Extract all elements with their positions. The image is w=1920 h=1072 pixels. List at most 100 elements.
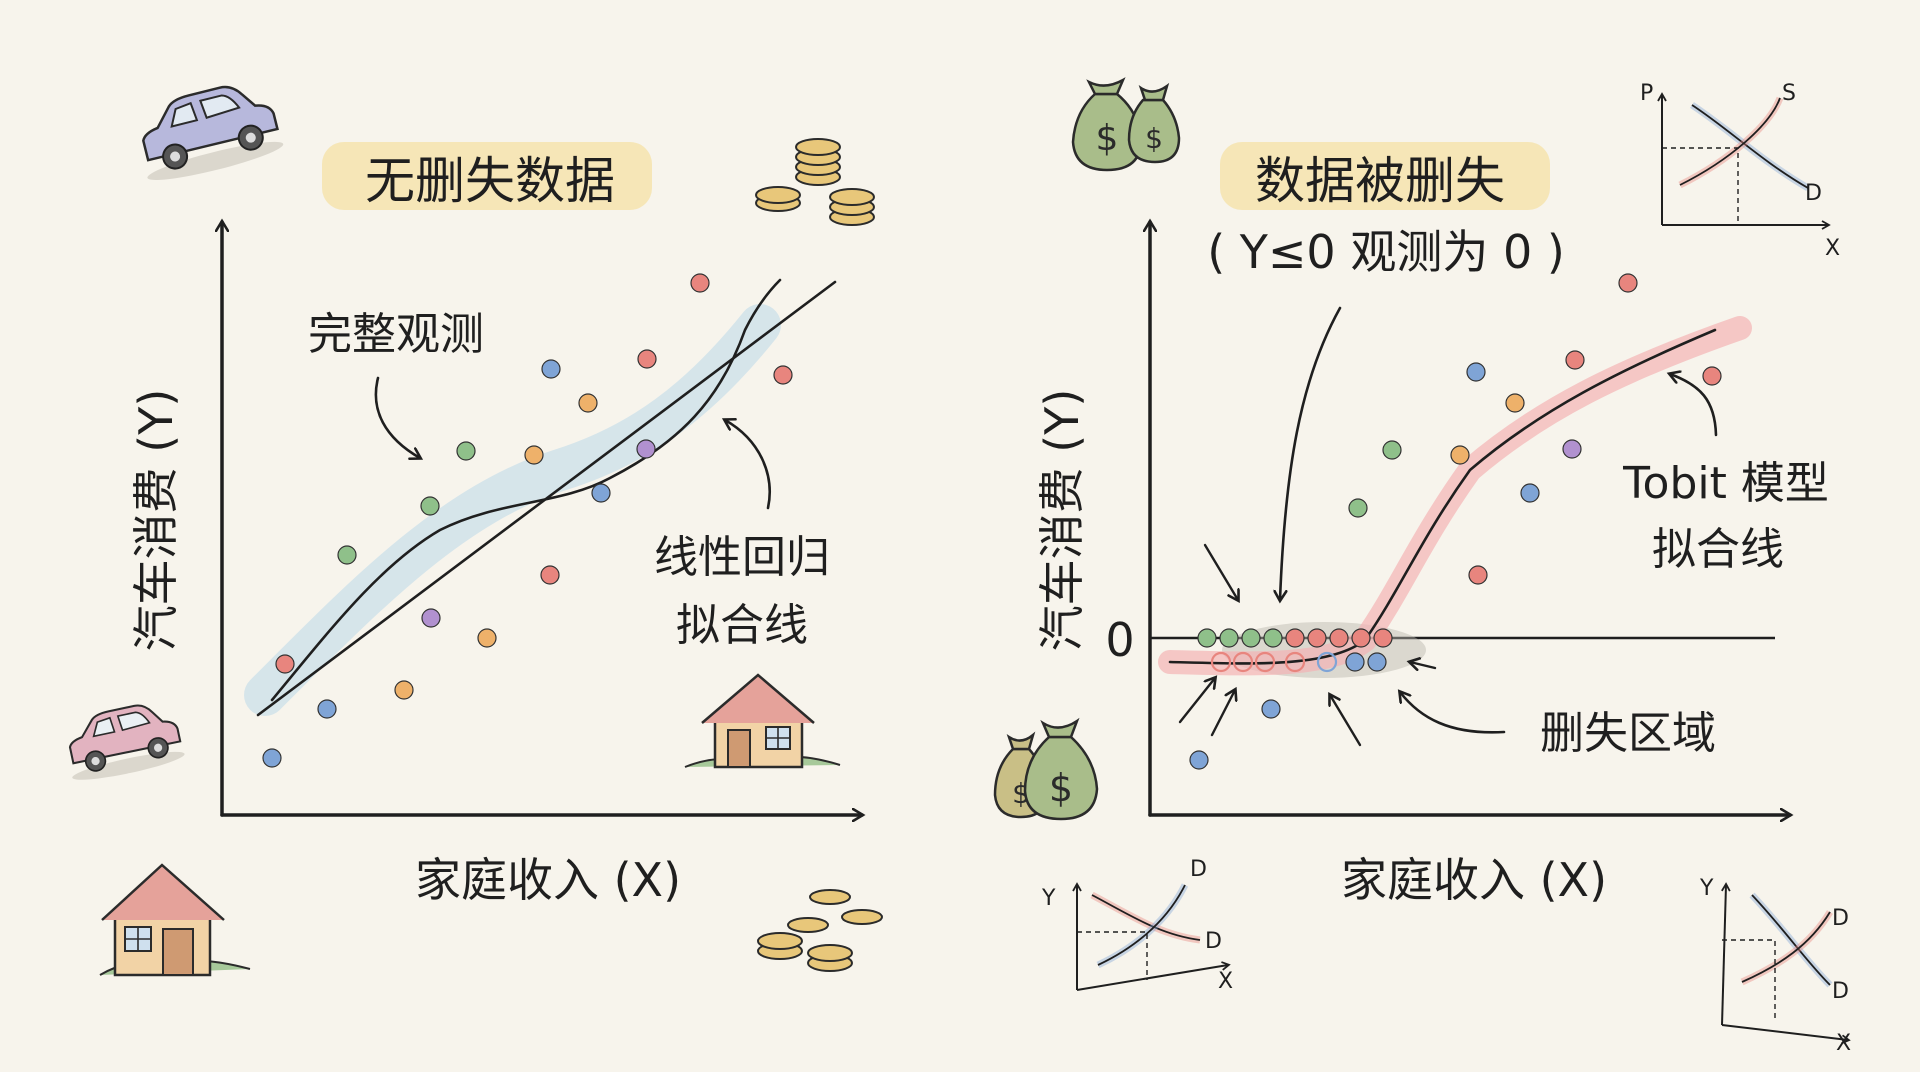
left-y-label: 汽车消费 (Y) <box>129 389 183 652</box>
censored-point <box>1232 651 1254 673</box>
right-subtitle: ( Y≤0 观测为 0 ) <box>1207 225 1565 279</box>
svg-text:$: $ <box>1145 122 1163 155</box>
mini-curve <box>1691 104 1809 189</box>
censored-point <box>1316 651 1338 673</box>
mini-top-right-d: D <box>1805 181 1822 206</box>
left-point <box>541 359 561 379</box>
right-point <box>1348 498 1368 518</box>
money-bag-icon: $ $ <box>993 717 1099 821</box>
censored-point <box>1197 628 1217 648</box>
mini-axis <box>1721 882 1731 1026</box>
left-point <box>275 654 295 674</box>
left-point <box>540 565 560 585</box>
right-title: 数据被删失 <box>1255 152 1505 210</box>
right-panel: 数据被删失 ( Y≤0 观测为 0 ) 0 汽车消费 (Y) 家庭收入 (X) <box>1035 142 1829 907</box>
left-title: 无删失数据 <box>365 152 615 210</box>
right-point <box>1505 393 1525 413</box>
left-point <box>773 365 793 385</box>
right-point <box>1565 350 1585 370</box>
house-icon <box>99 863 251 977</box>
censored-point <box>1351 628 1371 648</box>
arrow-censored <box>1203 543 1238 600</box>
mini-axis <box>1076 961 1231 991</box>
mini-bottom-left-y: Y <box>1041 886 1056 911</box>
mini-guide <box>1077 931 1148 980</box>
mini-bottom-right-d1: D <box>1832 906 1849 931</box>
left-point <box>394 680 414 700</box>
left-point <box>420 496 440 516</box>
arrow-censored <box>1210 690 1235 737</box>
mini-bottom-right-y: Y <box>1699 876 1714 901</box>
censored-point <box>1329 628 1349 648</box>
mini-chart-bottom-right: Y X D D <box>1699 876 1851 1056</box>
censored-point <box>1307 628 1327 648</box>
svg-text:$: $ <box>1049 766 1073 810</box>
right-scatter-points <box>1189 273 1722 770</box>
annotation-censored-region: 删失区域 <box>1540 708 1716 759</box>
left-point <box>337 545 357 565</box>
coin-stack-icon <box>755 138 875 226</box>
mini-curve <box>1751 894 1831 986</box>
arrow-censored-region <box>1400 692 1506 734</box>
right-point <box>1618 273 1638 293</box>
mini-guide <box>1662 147 1739 225</box>
left-title-highlight <box>322 142 652 210</box>
censored-point <box>1284 651 1306 673</box>
mini-curve <box>1091 894 1201 941</box>
car-icon <box>142 85 284 180</box>
left-point <box>421 608 441 628</box>
annotation-fit-line1: 线性回归 <box>654 532 830 583</box>
censored-point <box>1254 651 1276 673</box>
right-point <box>1382 440 1402 460</box>
left-scatter-points <box>262 273 793 768</box>
left-point <box>477 628 497 648</box>
annotation-tobit-line1: Tobit 模型 <box>1622 458 1829 509</box>
annotation-complete-observations: 完整观测 <box>308 309 484 360</box>
left-point <box>578 393 598 413</box>
right-point <box>1466 362 1486 382</box>
left-panel: 无删失数据 汽车消费 (Y) 家庭收入 (X) <box>129 142 862 907</box>
censored-point <box>1210 651 1232 673</box>
right-y-label: 汽车消费 (Y) <box>1035 389 1089 652</box>
right-point <box>1468 565 1488 585</box>
left-point <box>637 349 657 369</box>
arrow-fit-line <box>725 420 771 510</box>
right-point <box>1189 750 1209 770</box>
left-point <box>591 483 611 503</box>
mini-curve <box>1741 911 1831 983</box>
arrow-censored <box>1178 678 1215 724</box>
mini-axis <box>1721 1024 1851 1045</box>
arrow-subtitle <box>1280 306 1342 600</box>
arrow-censored <box>1410 662 1437 668</box>
svg-text:$: $ <box>1096 118 1119 159</box>
censored-point <box>1263 628 1283 648</box>
right-point <box>1562 439 1582 459</box>
left-point <box>690 273 710 293</box>
tobit-fit-line <box>1168 328 1717 665</box>
left-x-label: 家庭收入 (X) <box>415 853 681 907</box>
left-curve-line <box>270 278 782 702</box>
censored-point <box>1285 628 1305 648</box>
right-point <box>1261 699 1281 719</box>
arrow-tobit <box>1670 374 1718 437</box>
mini-bottom-left-d2: D <box>1205 929 1222 954</box>
house-icon <box>684 673 841 769</box>
right-point <box>1702 366 1722 386</box>
arrow-complete <box>374 376 420 458</box>
mini-chart-top-right: P X S D <box>1640 81 1840 261</box>
zero-label: 0 <box>1105 613 1134 667</box>
censored-point <box>1367 652 1387 672</box>
censored-point <box>1241 628 1261 648</box>
left-fit-band <box>244 304 781 716</box>
mini-chart-bottom-left: Y X D D <box>1041 857 1233 994</box>
censored-point <box>1345 652 1365 672</box>
car-icon <box>68 704 185 780</box>
right-title-highlight <box>1220 142 1550 210</box>
mini-top-right-x: X <box>1825 236 1840 261</box>
right-point <box>1520 483 1540 503</box>
right-x-label: 家庭收入 (X) <box>1341 853 1607 907</box>
mini-bottom-left-x: X <box>1218 969 1233 994</box>
censored-pointer-arrows <box>1178 543 1437 747</box>
